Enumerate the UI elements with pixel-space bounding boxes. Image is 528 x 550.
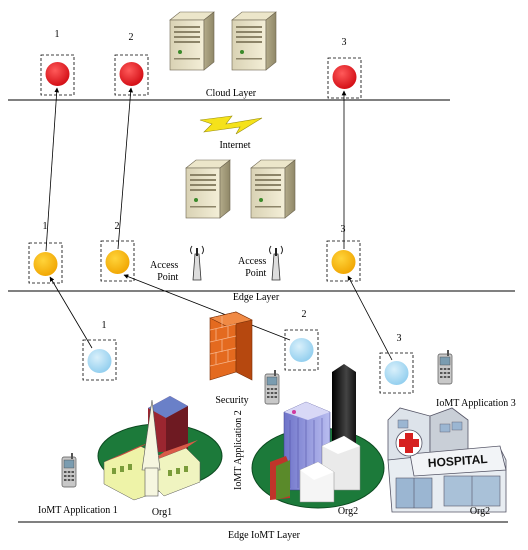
edge-iomt-layer-label: Edge IoMT Layer xyxy=(227,530,301,541)
edge-node-1 xyxy=(33,252,58,276)
cloud-server-1-icon xyxy=(169,11,215,71)
device-node-2 xyxy=(289,338,314,362)
internet-label: Internet xyxy=(219,140,251,151)
cloud-node-1-box xyxy=(40,54,75,96)
cloud-node-1-number: 1 xyxy=(54,29,60,40)
edge-node-3-box xyxy=(326,240,361,282)
device-node-1 xyxy=(87,349,112,373)
edge-node-3 xyxy=(331,250,356,274)
cloud-node-3-box xyxy=(327,57,362,99)
edge-node-2 xyxy=(105,250,130,274)
edge-node-3-number: 3 xyxy=(340,224,346,235)
edge-node-2-number: 2 xyxy=(114,221,120,232)
cloud-layer-label: Cloud Layer xyxy=(205,88,257,99)
org1-label: Org1 xyxy=(151,507,173,518)
arrow-edge1-to-cloud1 xyxy=(45,87,60,252)
cloud-node-2 xyxy=(119,62,144,86)
firewall-icon xyxy=(209,311,253,381)
phone-iomt-app-1-icon xyxy=(61,452,77,488)
phone-iomt-app-2-icon xyxy=(264,369,280,405)
iomt-application-3-label: IoMT Application 3 xyxy=(436,398,516,409)
access-point-2-icon xyxy=(269,245,283,281)
org1-campus-icon xyxy=(97,396,223,501)
hospital-org2-label: Org2 xyxy=(469,506,491,517)
cloud-node-3 xyxy=(332,65,357,89)
iomt-application-1-label: IoMT Application 1 xyxy=(38,505,118,516)
cloud-server-2-icon xyxy=(231,11,277,71)
edge-server-1-icon xyxy=(185,159,231,219)
device-node-1-number: 1 xyxy=(101,320,107,331)
access-point-1-icon xyxy=(190,245,204,281)
edge-node-1-number: 1 xyxy=(42,221,48,232)
cloud-node-2-number: 2 xyxy=(128,32,134,43)
device-node-2-box xyxy=(284,329,319,371)
org2-label: Org2 xyxy=(337,506,359,517)
arrow-device3-to-edge3 xyxy=(347,275,393,361)
arrow-device1-to-edge1 xyxy=(49,276,93,349)
hospital-sign: HOSPITAL xyxy=(427,452,488,470)
device-node-1-box xyxy=(82,339,117,381)
iomt-application-2-label: IoMT Application 2 xyxy=(233,410,244,490)
device-node-3 xyxy=(384,361,409,385)
access-point-1-label: Access Point xyxy=(150,260,179,283)
edge-node-1-box xyxy=(28,242,63,284)
cloud-node-2-box xyxy=(114,54,149,96)
arrow-device2-to-edge2 xyxy=(123,274,291,341)
edge-node-2-box xyxy=(100,240,135,282)
access-point-2-label: Access Point xyxy=(238,256,267,279)
edge-layer-label: Edge Layer xyxy=(232,292,280,303)
edge-server-2-icon xyxy=(250,159,296,219)
arrow-edge2-to-cloud2 xyxy=(117,87,134,250)
device-node-2-number: 2 xyxy=(301,309,307,320)
cloud-node-1 xyxy=(45,62,70,86)
internet-lightning-icon xyxy=(199,115,263,135)
phone-iomt-app-3-icon xyxy=(437,349,453,385)
device-node-3-box xyxy=(379,352,414,394)
device-node-3-number: 3 xyxy=(396,333,402,344)
hospital-icon: HOSPITAL xyxy=(387,407,507,513)
cloud-node-3-number: 3 xyxy=(341,37,347,48)
security-label: Security xyxy=(215,395,249,406)
org2-city-icon xyxy=(251,364,385,509)
